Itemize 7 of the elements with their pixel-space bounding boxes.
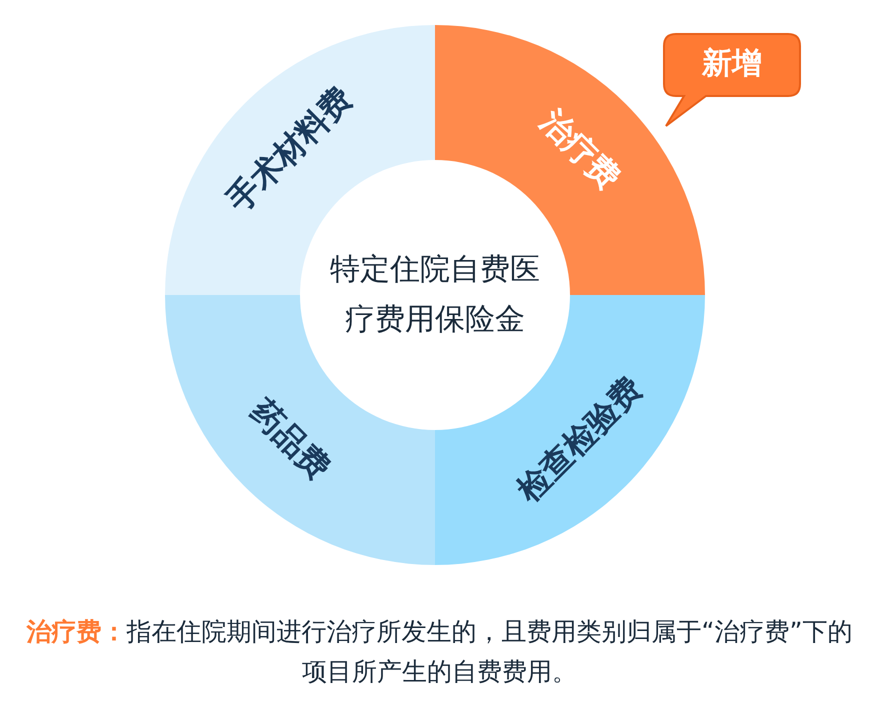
- segment-label: 药品费: [242, 390, 340, 489]
- segment-label: 手术材料费: [218, 78, 360, 222]
- bubble-text: 新增: [700, 45, 763, 83]
- caption-text: 治疗费：指在住院期间进行治疗所发生的，且费用类别归属于“治疗费”下的项目所产生的自费费用。: [25, 616, 854, 688]
- segment-label: 治疗费: [532, 100, 630, 199]
- segment-label: 检查检验费: [508, 368, 650, 512]
- center-text: 特定住院自费医疗费用保险金: [329, 251, 541, 339]
